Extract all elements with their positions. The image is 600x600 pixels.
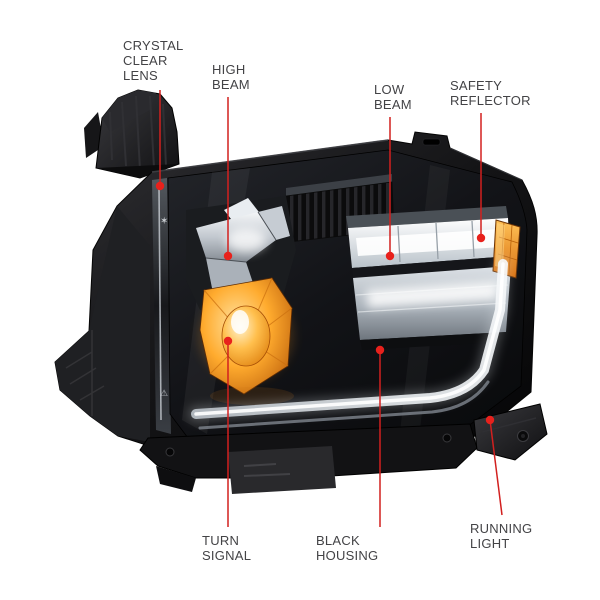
- screw: [442, 433, 452, 443]
- mounting-tab-slot: [422, 138, 441, 146]
- mounting-base: [139, 423, 478, 494]
- housing-top-right-highlight: [449, 147, 523, 181]
- callout-label-safety-reflector: SAFETY REFLECTOR: [450, 78, 531, 108]
- callout-label-high-beam: HIGH BEAM: [212, 62, 250, 92]
- lens-marking-icon: ✶: [160, 216, 168, 227]
- screw: [165, 447, 175, 457]
- low-beam-reflector: [346, 206, 511, 350]
- turn-signal-bulb: [198, 277, 294, 405]
- lens-left-edge: [152, 178, 171, 434]
- lens-certification-icon: ⚠: [160, 389, 168, 399]
- callout-label-running-light: RUNNING LIGHT: [470, 521, 533, 551]
- callout-label-crystal-clear-lens: CRYSTAL CLEAR LENS: [123, 38, 184, 83]
- mounting-bracket-top-left: [95, 89, 180, 179]
- callout-label-turn-signal: TURN SIGNAL: [202, 533, 252, 563]
- housing-top-highlight: [151, 139, 389, 173]
- side-fin: [55, 206, 150, 442]
- running-light-bar: [188, 256, 511, 430]
- callout-label-black-housing: BLACK HOUSING: [316, 533, 379, 563]
- callout-label-low-beam: LOW BEAM: [374, 82, 412, 112]
